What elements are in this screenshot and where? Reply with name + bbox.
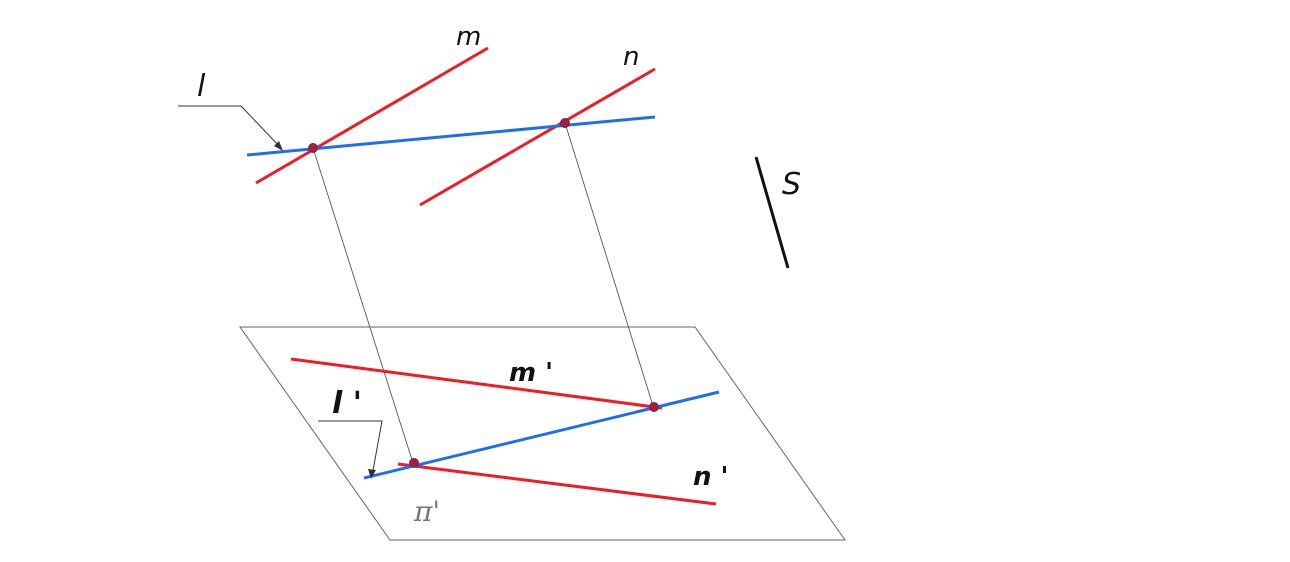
projecting-ray-2 — [564, 122, 654, 407]
projection-direction-s — [754, 156, 790, 269]
point-l-m — [308, 143, 318, 153]
point-l-prime-m-prime — [649, 402, 659, 412]
leader-l-prime — [318, 420, 383, 477]
leader-l — [178, 105, 282, 149]
label-l-prime: l ' — [332, 386, 362, 421]
label-n: n — [623, 42, 639, 72]
line-m — [255, 46, 489, 185]
projecting-ray-1 — [312, 147, 414, 464]
label-m-prime: m ' — [509, 358, 553, 388]
label-l: l — [197, 69, 206, 104]
point-l-n — [560, 118, 570, 128]
line-l-prime — [363, 390, 720, 480]
label-pi-prime: π' — [413, 495, 440, 528]
leader-l-arrowhead — [274, 141, 283, 151]
line-n — [419, 67, 656, 207]
label-m: m — [456, 22, 481, 52]
line-n-prime — [397, 462, 717, 506]
point-l-prime-n-prime — [409, 458, 419, 468]
label-n-prime: n ' — [693, 462, 729, 492]
line-m-prime — [290, 357, 663, 410]
leader-l-prime-arrowhead — [368, 469, 376, 479]
label-s: S — [782, 167, 801, 202]
projection-plane — [239, 326, 846, 541]
